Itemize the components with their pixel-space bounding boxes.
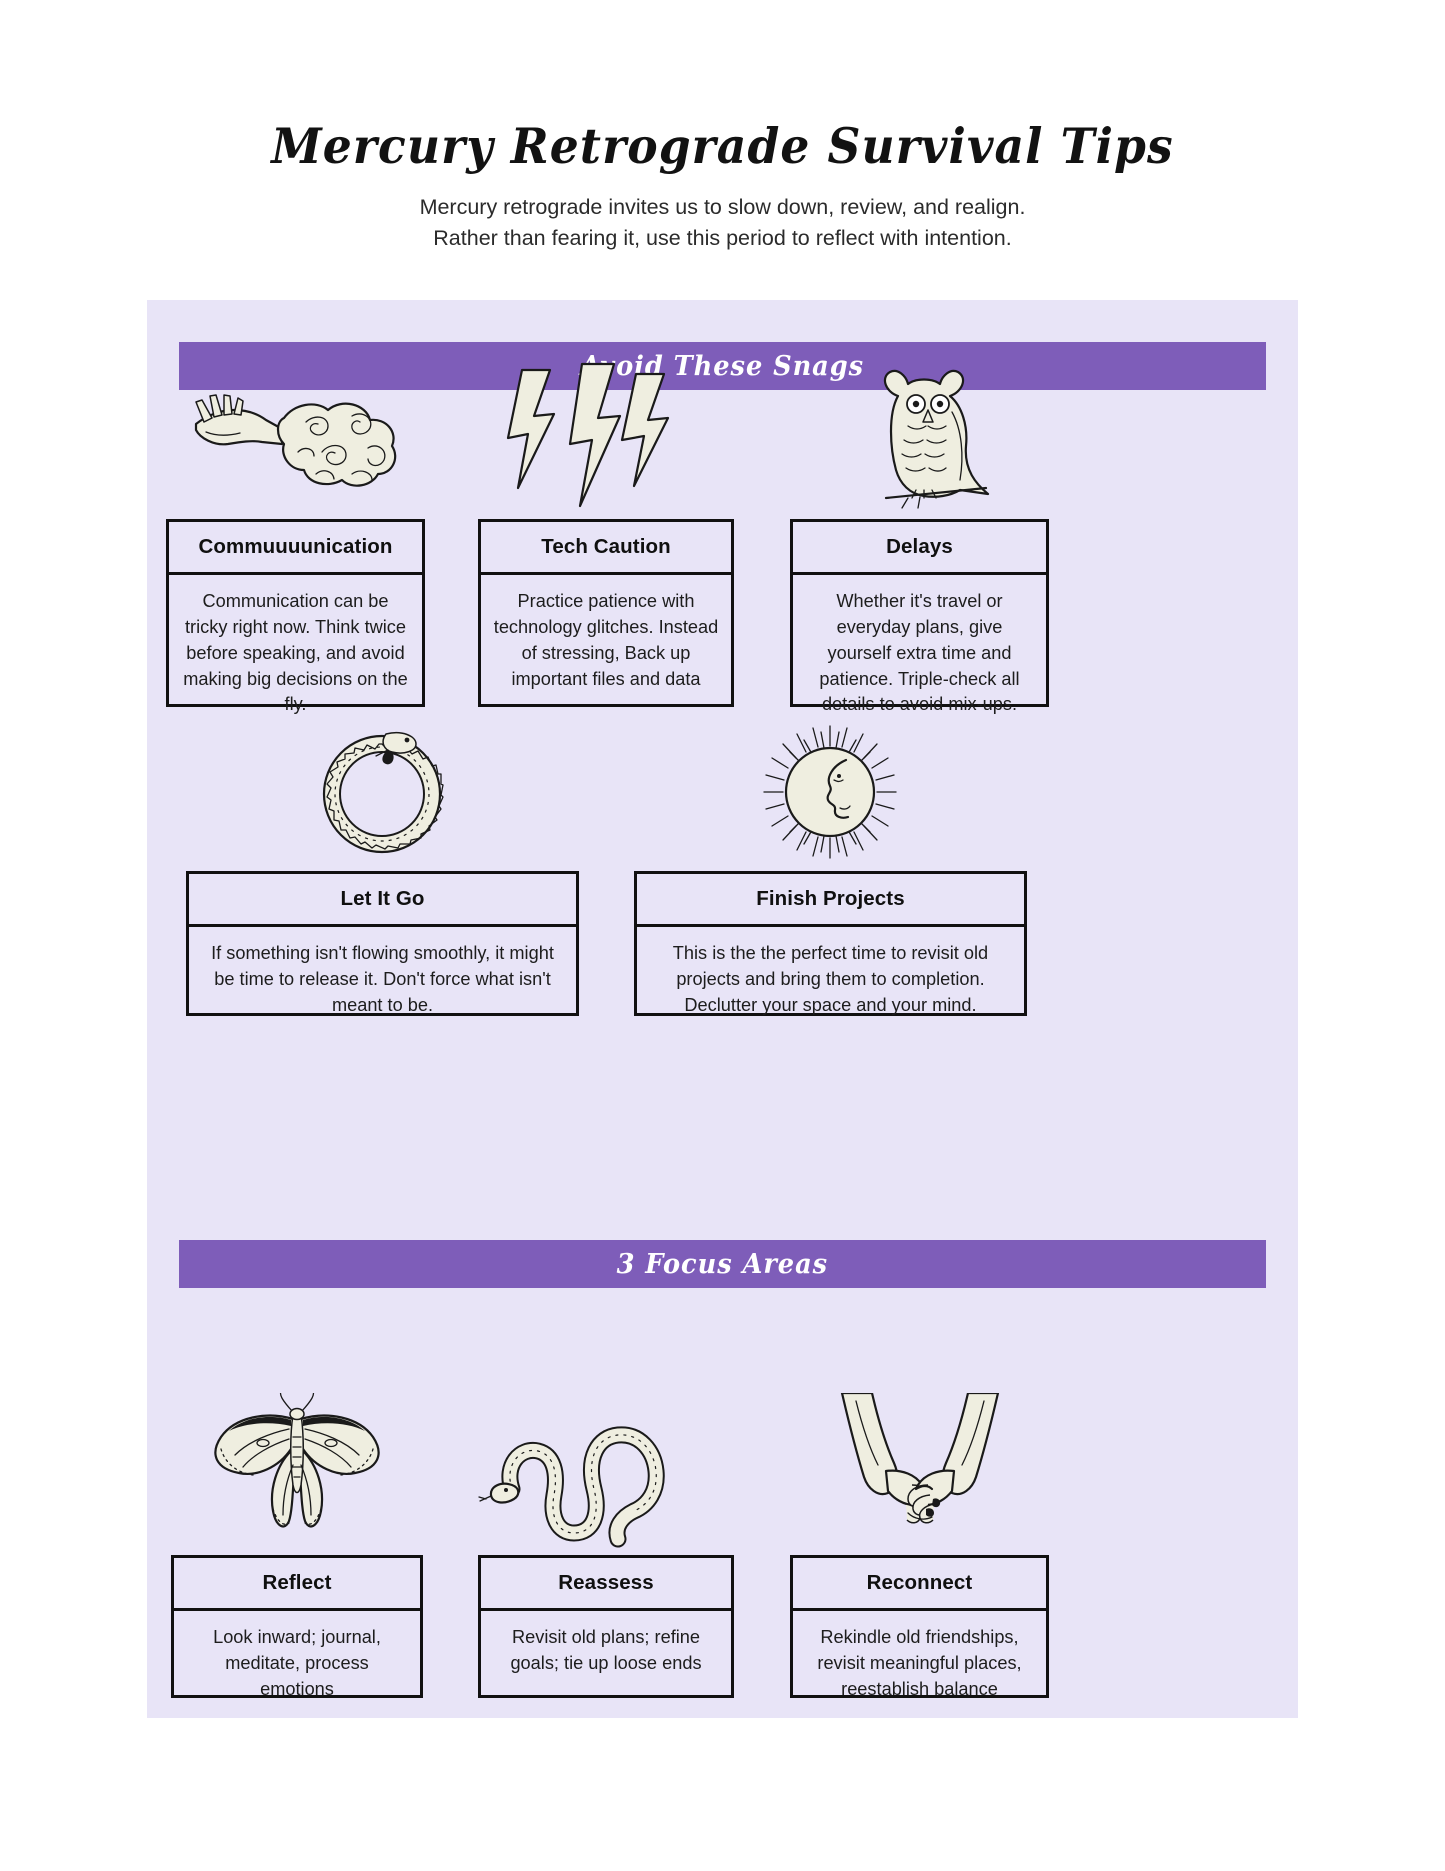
page-header: Mercury Retrograde Survival Tips Mercury… [0,0,1445,253]
card-delays: Delays Whether it's travel or everyday p… [790,519,1049,714]
card-title: Delays [793,522,1046,575]
page-title: Mercury Retrograde Survival Tips [271,117,1174,175]
card-title: Commuuuunication [169,522,422,575]
card-body: Practice patience with technology glitch… [493,591,719,689]
ouroboros-icon [186,720,579,862]
card-body: Communication can be tricky right now. T… [183,591,408,715]
card-title: Reflect [174,1558,420,1611]
card-title: Finish Projects [637,874,1024,927]
card-reconnect: Reconnect Rekindle old friendships, revi… [790,1555,1049,1699]
card-tech-caution: Tech Caution Practice patience with tech… [478,519,734,707]
subtitle-line-1: Mercury retrograde invites us to slow do… [419,195,1026,219]
hand-with-smoke-icon [166,360,425,512]
section-banner-label: 3 Focus Areas [616,1248,829,1280]
section-banner-3-focus-areas: 3 Focus Areas [179,1240,1266,1288]
page-subtitle: Mercury retrograde invites us to slow do… [0,192,1445,253]
luna-moth-icon [171,1393,423,1548]
card-title: Tech Caution [481,522,731,575]
section-banner-avoid-these-snags: Avoid These Snags [179,342,1266,390]
content-panel: Avoid These Snags [147,300,1298,1718]
card-body: Revisit old plans; refine goals; tie up … [510,1627,702,1673]
snake-icon [478,1393,734,1548]
card-body: This is the the perfect time to revisit … [672,943,989,1015]
card-body: If something isn't flowing smoothly, it … [211,943,554,1015]
lightning-bolts-icon [478,360,734,512]
section-banner-label: Avoid These Snags [580,350,865,382]
card-body: Whether it's travel or everyday plans, g… [819,591,1020,715]
card-title: Let It Go [189,874,576,927]
owl-icon [790,360,1049,512]
linked-hands-icon [790,1393,1049,1548]
card-reflect: Reflect Look inward; journal, meditate, … [171,1555,423,1699]
card-reassess: Reassess Revisit old plans; refine goals… [478,1555,734,1698]
card-finish-projects: Finish Projects This is the the perfect … [634,871,1027,1016]
subtitle-line-2: Rather than fearing it, use this period … [433,225,1012,250]
card-commuuuunication: Commuuuunication Communication can be tr… [166,519,425,714]
card-body: Look inward; journal, meditate, process … [213,1627,381,1699]
card-body: Rekindle old friendships, revisit meanin… [817,1627,1022,1699]
card-let-it-go: Let It Go If something isn't flowing smo… [186,871,579,1016]
sun-moon-face-icon [634,720,1027,862]
card-title: Reconnect [793,1558,1046,1611]
card-title: Reassess [481,1558,731,1611]
